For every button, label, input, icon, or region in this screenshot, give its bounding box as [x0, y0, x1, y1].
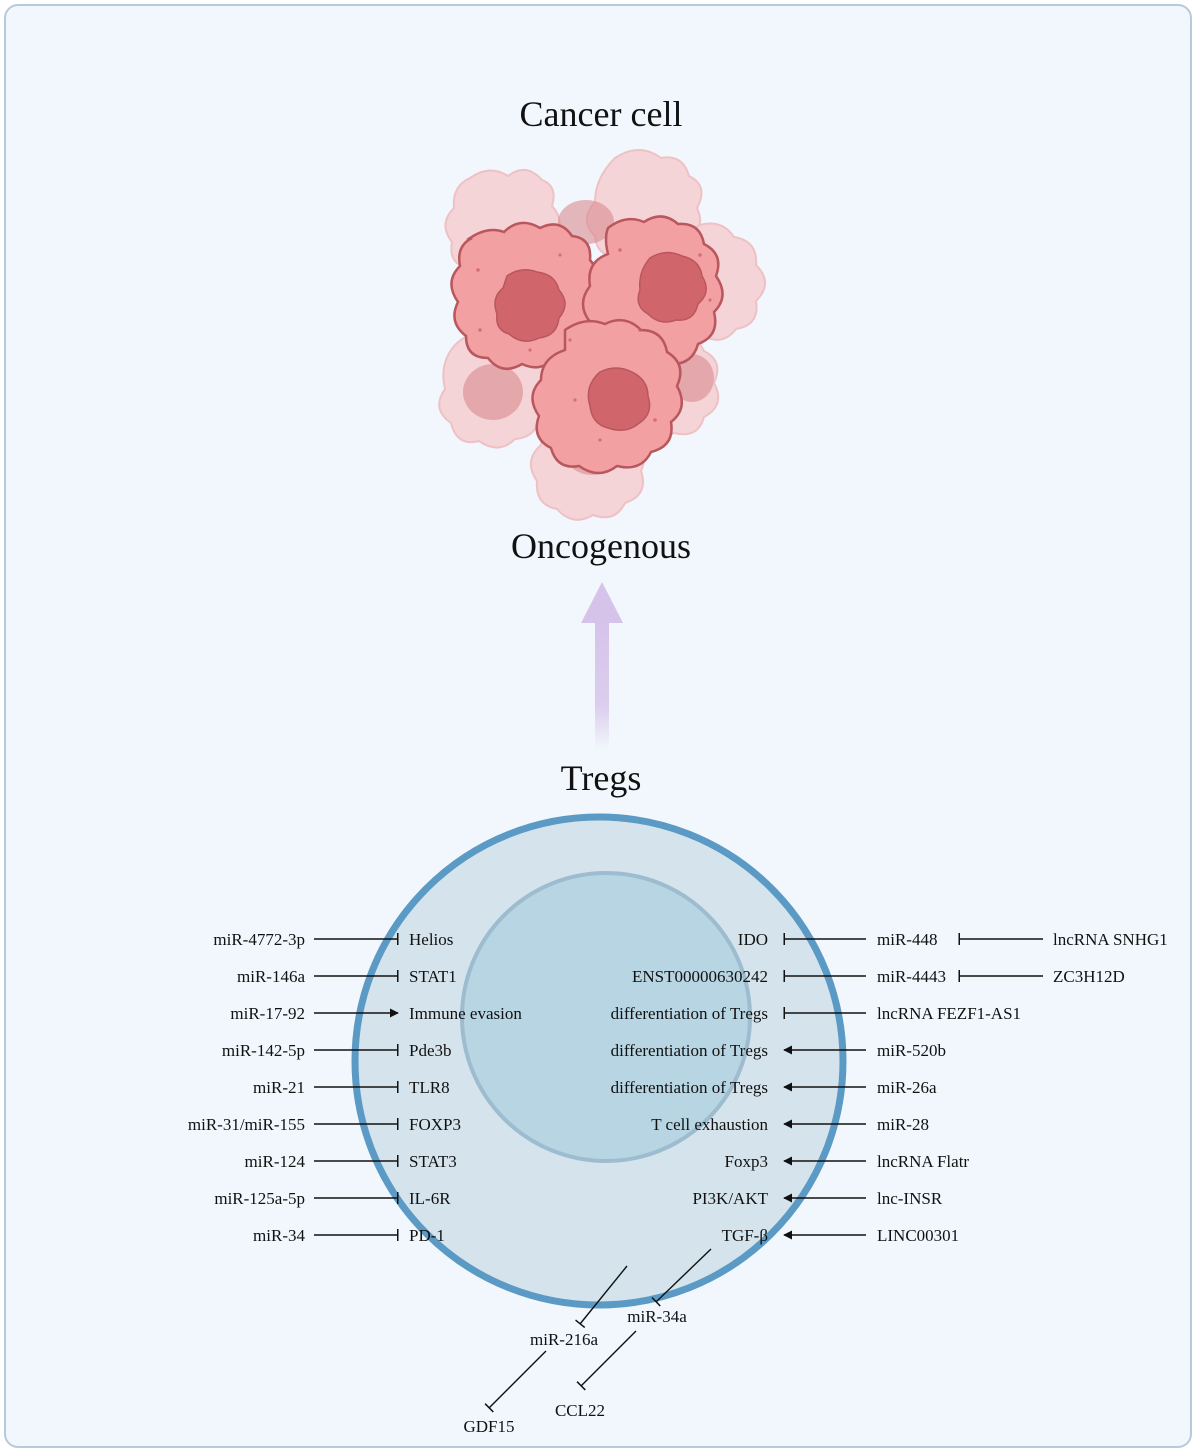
right-target-label: T cell exhaustion [651, 1115, 768, 1134]
oncogenous-arrow [581, 582, 623, 750]
right-target-label: differentiation of Tregs [611, 1041, 768, 1060]
left-target-label: PD-1 [409, 1226, 445, 1245]
right-source-label: lncRNA FEZF1-AS1 [877, 1004, 1021, 1023]
left-source-label: miR-17-92 [230, 1004, 305, 1023]
edge-to-mir216a [575, 1265, 628, 1329]
oncogenous-label: Oncogenous [511, 526, 691, 566]
ccl22-label: CCL22 [555, 1401, 605, 1420]
mir34a-label: miR-34a [627, 1307, 687, 1326]
cancer-cell-cluster-illustration [438, 149, 766, 521]
right-source-label: LINC00301 [877, 1226, 959, 1245]
left-target-label: Helios [409, 930, 453, 949]
left-source-label: miR-142-5p [222, 1041, 305, 1060]
tregs-title: Tregs [561, 758, 642, 798]
upstream-label: ZC3H12D [1053, 967, 1125, 986]
cancer-cell-title: Cancer cell [520, 94, 683, 134]
left-source-label: miR-146a [237, 967, 305, 986]
right-source-label: lnc-INSR [877, 1189, 943, 1208]
right-source-label: lncRNA Flatr [877, 1152, 969, 1171]
left-source-label: miR-124 [245, 1152, 306, 1171]
left-target-label: Pde3b [409, 1041, 452, 1060]
right-source-label: miR-448 [877, 930, 937, 949]
treg-cell-illustration [351, 813, 847, 1309]
left-source-label: miR-4772-3p [213, 930, 305, 949]
left-target-label: Immune evasion [409, 1004, 522, 1023]
left-source-label: miR-21 [253, 1078, 305, 1097]
edge-tgfb-to-mir34a [651, 1248, 712, 1307]
right-target-label: IDO [738, 930, 768, 949]
right-source-label: miR-26a [877, 1078, 937, 1097]
right-source-label: miR-520b [877, 1041, 946, 1060]
right-target-label: ENST00000630242 [632, 967, 768, 986]
mir216a-label: miR-216a [530, 1330, 598, 1349]
edge-mir34a-to-ccl22 [576, 1330, 637, 1391]
left-target-label: STAT1 [409, 967, 457, 986]
left-target-label: IL-6R [409, 1189, 451, 1208]
right-target-label: PI3K/AKT [692, 1189, 768, 1208]
right-source-label: miR-4443 [877, 967, 946, 986]
edge-mir216a-to-gdf15 [484, 1350, 547, 1413]
right-target-label: differentiation of Tregs [611, 1004, 768, 1023]
upstream-label: lncRNA SNHG1 [1053, 930, 1168, 949]
right-target-label: Foxp3 [725, 1152, 768, 1171]
right-target-label: differentiation of Tregs [611, 1078, 768, 1097]
left-source-label: miR-31/miR-155 [188, 1115, 305, 1134]
left-target-label: TLR8 [409, 1078, 450, 1097]
gdf15-label: GDF15 [463, 1417, 514, 1436]
right-target-label: TGF-β [722, 1226, 768, 1245]
right-source-label: miR-28 [877, 1115, 929, 1134]
left-source-label: miR-34 [253, 1226, 305, 1245]
left-source-label: miR-125a-5p [214, 1189, 305, 1208]
left-target-label: STAT3 [409, 1152, 457, 1171]
bottom-interactions: miR-216a miR-34a GDF15 CCL22 [463, 1248, 712, 1436]
left-target-label: FOXP3 [409, 1115, 461, 1134]
